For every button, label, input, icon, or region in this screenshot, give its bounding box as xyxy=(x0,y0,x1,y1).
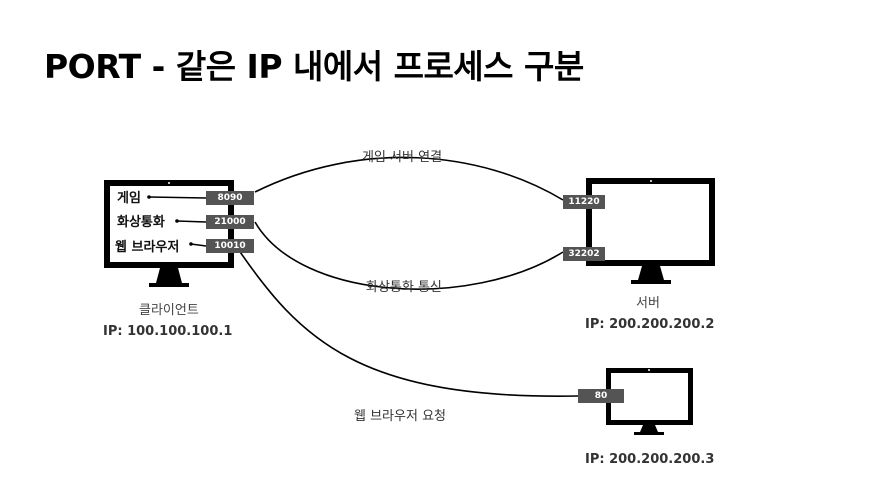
process-label-web-browser: 웹 브라우저 xyxy=(115,240,180,255)
video-connection-line xyxy=(254,221,564,290)
port-badge-game: 8090 xyxy=(206,191,254,205)
connection-label-video: 화상통화 통신 xyxy=(366,280,442,295)
client-name: 클라이언트 xyxy=(139,303,199,318)
port-badge-server-video: 32202 xyxy=(563,247,605,261)
process-label-video-call: 화상통화 xyxy=(117,215,165,230)
server-name: 서버 xyxy=(636,296,660,311)
port-badge-server2-web: 80 xyxy=(578,389,624,403)
server2-ip: IP: 200.200.200.3 xyxy=(585,452,715,467)
game-connector-line xyxy=(148,196,207,199)
video-connector-line xyxy=(176,220,207,223)
connection-label-game: 게임 서버 연결 xyxy=(362,150,443,165)
connection-label-web: 웹 브라우저 요청 xyxy=(354,409,446,424)
port-badge-server-game: 11220 xyxy=(563,195,605,209)
port-badge-video-call: 21000 xyxy=(206,215,254,229)
server-ip: IP: 200.200.200.2 xyxy=(585,317,715,332)
process-label-game: 게임 xyxy=(117,191,141,206)
page-title: PORT - 같은 IP 내에서 프로세스 구분 xyxy=(44,47,584,86)
server-monitor-icon xyxy=(586,178,715,284)
port-badge-web-browser: 10010 xyxy=(206,239,254,253)
web-connector-line xyxy=(190,243,207,247)
game-connection-line xyxy=(254,156,564,201)
web-connection-line xyxy=(235,245,579,397)
client-ip: IP: 100.100.100.1 xyxy=(103,324,233,339)
